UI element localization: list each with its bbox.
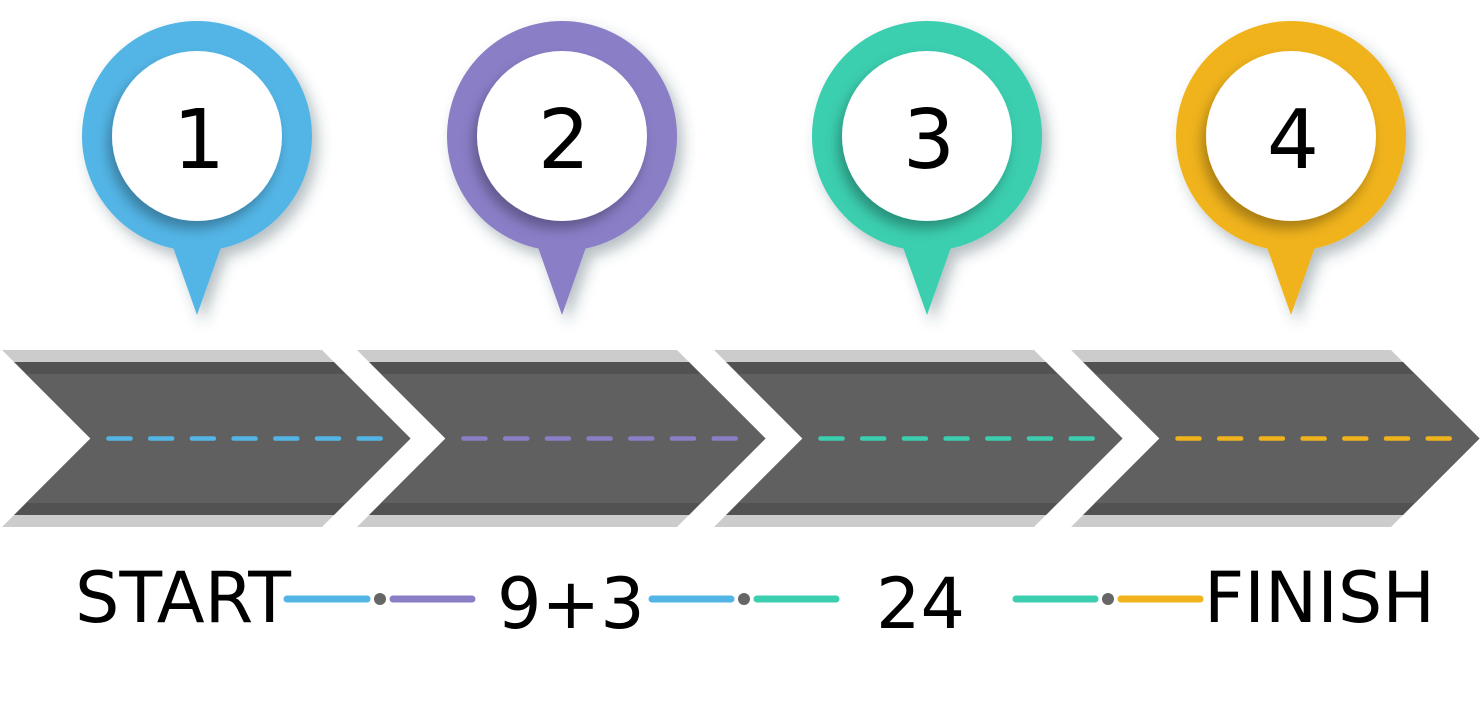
- connector-dot: [374, 593, 386, 605]
- road-surface: [738, 374, 1123, 503]
- step-number-1: 1: [173, 93, 225, 188]
- connector-2: [648, 593, 840, 605]
- road-segment-3: [714, 350, 1123, 527]
- pin-face: [842, 51, 1012, 221]
- connector-3: [1012, 593, 1204, 605]
- label-start: START: [75, 557, 291, 639]
- pin-tail: [1263, 236, 1319, 315]
- road-surface: [26, 374, 411, 503]
- label-finish: FINISH: [1204, 557, 1435, 639]
- pin-tail: [534, 236, 590, 315]
- connector-dot: [1102, 593, 1114, 605]
- pin-marker-3: 3: [812, 21, 1042, 315]
- connector-dot: [738, 593, 750, 605]
- pin-face: [112, 51, 282, 221]
- step-number-4: 4: [1267, 93, 1319, 188]
- road-segment-4: [1071, 350, 1480, 527]
- connector-1: [283, 593, 476, 605]
- road: [2, 350, 1480, 527]
- pin-tail: [899, 236, 955, 315]
- connectors: [283, 593, 1204, 605]
- step-number-2: 2: [538, 93, 590, 188]
- road-surface: [1095, 374, 1480, 503]
- label-step-2: 9+3: [497, 563, 645, 645]
- pin-marker-4: 4: [1176, 21, 1406, 315]
- road-surface: [381, 374, 766, 503]
- label-step-3: 24: [876, 563, 965, 645]
- road-segment-1: [2, 350, 411, 527]
- pin-face: [1206, 51, 1376, 221]
- step-number-3: 3: [903, 93, 955, 188]
- pin-marker-1: 1: [82, 21, 312, 315]
- road-segment-2: [357, 350, 766, 527]
- pin-marker-2: 2: [447, 21, 677, 315]
- pin-tail: [169, 236, 225, 315]
- labels-row: START 9+3 24 FINISH: [75, 557, 1435, 645]
- pin-face: [477, 51, 647, 221]
- pins: 1 2 3 4: [82, 21, 1406, 315]
